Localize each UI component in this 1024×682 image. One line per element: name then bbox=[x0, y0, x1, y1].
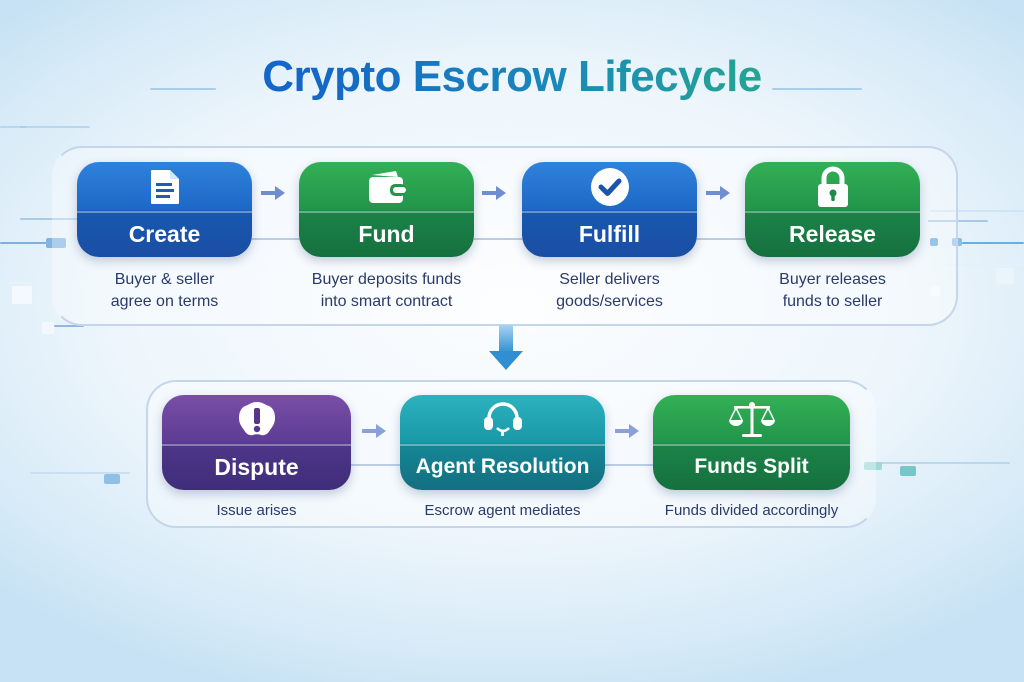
step-create-box[interactable]: Create bbox=[77, 162, 252, 257]
step-label: Fund bbox=[358, 220, 415, 247]
step-fund[interactable]: Fund Buyer deposits funds into smart con… bbox=[299, 162, 474, 313]
step-create[interactable]: Create Buyer & seller agree on terms bbox=[77, 162, 252, 313]
step-fulfill[interactable]: Fulfill Seller delivers goods/services bbox=[522, 162, 697, 313]
wallet-icon bbox=[368, 170, 406, 203]
step-label: Create bbox=[128, 220, 201, 247]
connector-line bbox=[605, 464, 653, 466]
step-funds-split[interactable]: Funds Split Funds divided accordingly bbox=[653, 395, 850, 522]
step-dispute[interactable]: Dispute Issue arises bbox=[162, 395, 351, 522]
step-agent-resolution-box[interactable]: Agent Resolution bbox=[400, 395, 605, 490]
connector-line bbox=[252, 238, 299, 240]
lock-icon bbox=[817, 166, 848, 207]
arrow-right-icon bbox=[706, 186, 730, 200]
connector-line bbox=[351, 464, 400, 466]
arrow-down-icon bbox=[489, 325, 523, 370]
step-label: Release bbox=[789, 220, 876, 247]
check-circle-icon bbox=[590, 167, 629, 206]
step-release-box[interactable]: Release bbox=[745, 162, 920, 257]
arrow-right-icon bbox=[362, 424, 386, 438]
step-label: Funds Split bbox=[694, 455, 809, 479]
connector-line bbox=[474, 238, 522, 240]
title-rule-right bbox=[772, 88, 862, 90]
step-description: Buyer deposits funds into smart contract bbox=[311, 271, 462, 310]
step-description: Funds divided accordingly bbox=[664, 502, 839, 519]
step-agent-resolution[interactable]: Agent Resolution Escrow agent mediates bbox=[400, 395, 605, 522]
step-description: Issue arises bbox=[216, 502, 297, 519]
document-icon bbox=[150, 169, 179, 204]
step-release[interactable]: Release Buyer releases funds to seller bbox=[745, 162, 920, 313]
step-label: Dispute bbox=[214, 453, 299, 480]
arrow-right-icon bbox=[482, 186, 506, 200]
step-description: Buyer & seller agree on terms bbox=[110, 271, 219, 310]
connector-line bbox=[697, 238, 745, 240]
headset-icon bbox=[483, 402, 522, 436]
step-fulfill-box[interactable]: Fulfill bbox=[522, 162, 697, 257]
step-label: Agent Resolution bbox=[415, 455, 590, 479]
step-funds-split-box[interactable]: Funds Split bbox=[653, 395, 850, 490]
arrow-right-icon bbox=[261, 186, 285, 200]
step-fund-box[interactable]: Fund bbox=[299, 162, 474, 257]
alert-badge-icon bbox=[238, 401, 275, 435]
step-label: Fulfill bbox=[578, 220, 641, 247]
scales-icon bbox=[728, 401, 775, 437]
step-description: Buyer releases funds to seller bbox=[779, 271, 886, 310]
arrow-right-icon bbox=[615, 424, 639, 438]
step-dispute-box[interactable]: Dispute bbox=[162, 395, 351, 490]
page-title: Crypto Escrow Lifecycle bbox=[0, 52, 1024, 102]
title-rule-left bbox=[150, 88, 216, 90]
step-description: Seller delivers goods/services bbox=[556, 271, 663, 310]
step-description: Escrow agent mediates bbox=[424, 502, 581, 519]
